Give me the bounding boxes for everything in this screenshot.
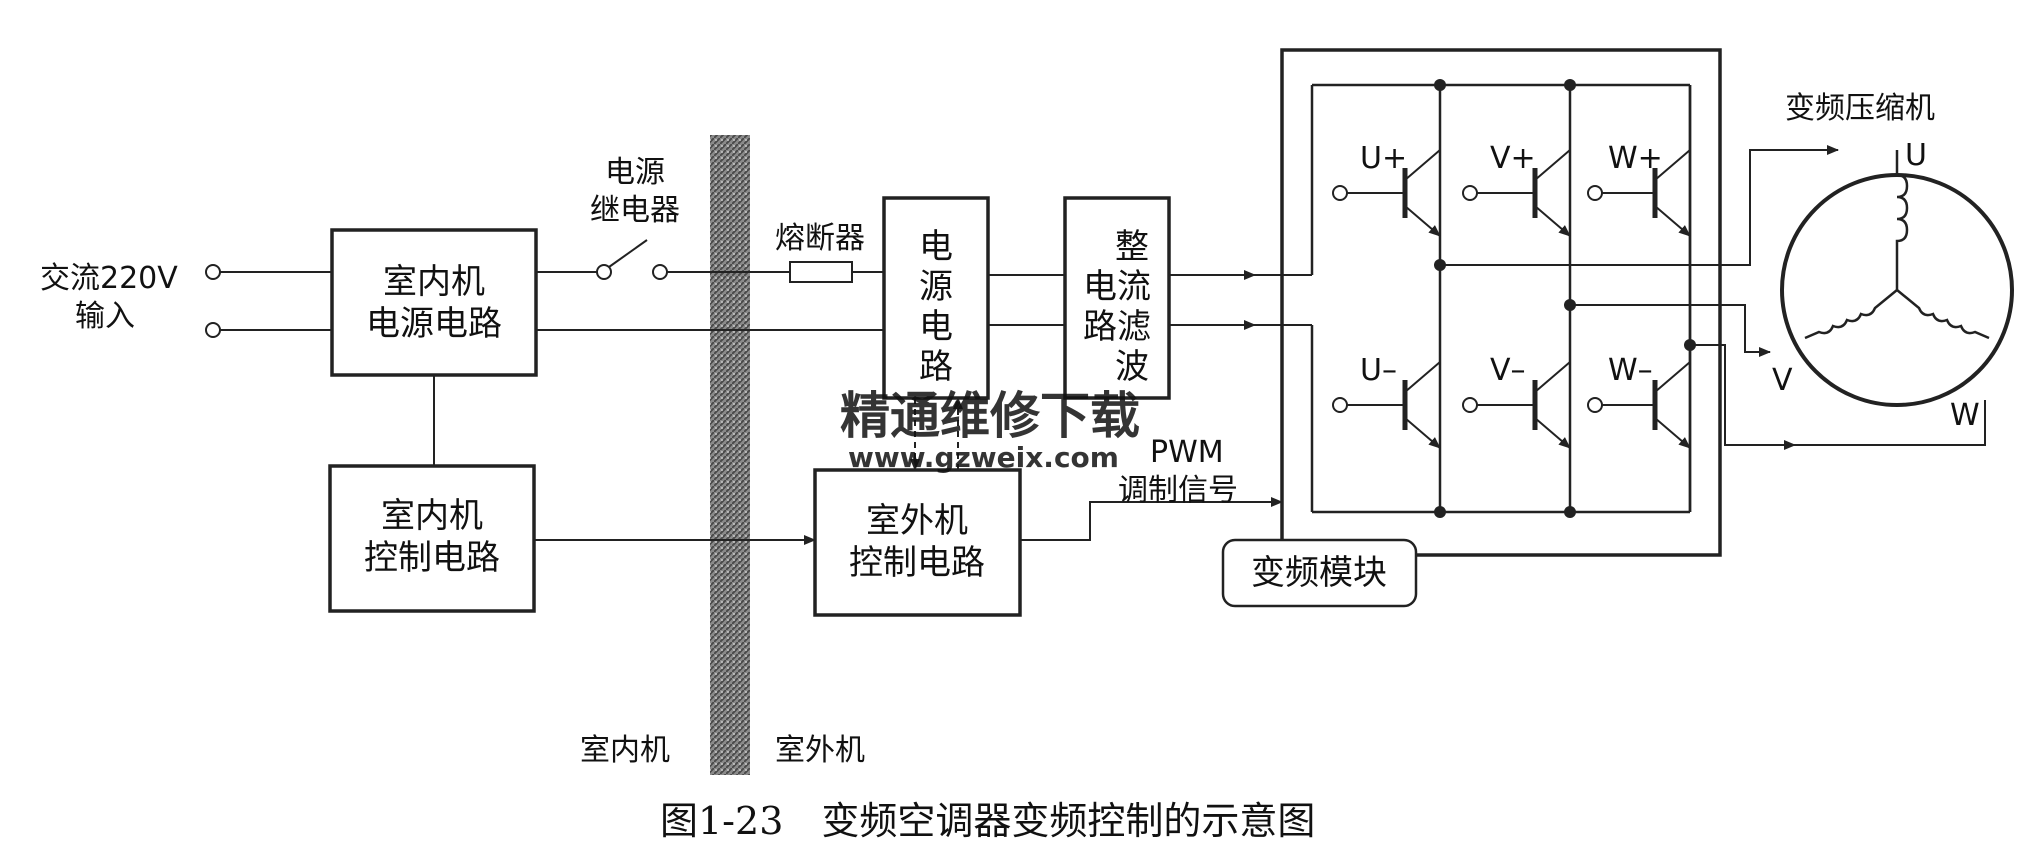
indoor-outdoor-divider [710, 135, 750, 775]
rectifier-filter-box [1063, 196, 1171, 400]
relay-switch-blade [608, 239, 648, 268]
rectifier-label-1: 整 [1115, 227, 1149, 267]
ac-input-label-2: 输入 [75, 299, 135, 334]
igbt-label-w-minus: W– [1608, 353, 1653, 388]
rectifier-label-4: 波 [1115, 347, 1149, 387]
pwm-label-2: 调制信号 [1118, 473, 1238, 508]
power-circuit-char-2: 源 [919, 267, 953, 307]
igbt-w-minus [1587, 361, 1691, 449]
output-wire-v [1570, 304, 1771, 357]
indoor-power-circuit-box [330, 228, 538, 377]
input-terminal-1 [205, 264, 221, 280]
phase-label-u: U [1905, 138, 1927, 173]
indoor-side-label: 室内机 [580, 733, 670, 768]
pwm-signal-line [1020, 497, 1283, 541]
igbt-v-plus [1462, 149, 1571, 237]
output-wire-u [1440, 145, 1839, 266]
fuse-symbol [789, 261, 853, 283]
inverter-module-label: 变频模块 [1251, 553, 1387, 593]
indoor-power-label-2: 电源电路 [366, 304, 502, 344]
rectifier-label-3: 路滤 [1083, 307, 1151, 347]
igbt-label-u-minus: U– [1360, 353, 1397, 388]
fuse-label: 熔断器 [775, 221, 865, 256]
phase-label-w: W [1950, 398, 1980, 433]
relay-label-1: 电源 [605, 155, 665, 190]
outdoor-side-label: 室外机 [775, 733, 865, 768]
ac-input-label-1: 交流220V [40, 261, 178, 296]
indoor-control-label-1: 室内机 [381, 496, 483, 536]
power-circuit-char-3: 电 [919, 307, 953, 347]
igbt-label-u-plus: U+ [1360, 141, 1407, 176]
igbt-label-v-plus: V+ [1490, 141, 1536, 176]
outdoor-control-circuit-box [813, 468, 1022, 617]
phase-label-v: V [1772, 363, 1793, 398]
pwm-label-1: PWM [1150, 435, 1224, 470]
igbt-label-w-plus: W+ [1608, 141, 1663, 176]
igbt-v-minus [1462, 361, 1571, 449]
inverter-module-label-box [1221, 538, 1418, 608]
watermark-text: 精通维修下载 [840, 387, 1140, 445]
outdoor-control-label-1: 室外机 [866, 501, 968, 541]
rectifier-label-2: 电流 [1083, 267, 1151, 307]
indoor-power-label-1: 室内机 [383, 262, 485, 302]
indoor-control-label-2: 控制电路 [364, 538, 500, 578]
outdoor-power-circuit-box [882, 196, 990, 400]
igbt-u-plus [1332, 149, 1441, 237]
outdoor-control-label-2: 控制电路 [849, 543, 985, 583]
relay-contact-right [652, 264, 668, 280]
igbt-w-plus [1587, 149, 1691, 237]
igbt-u-minus [1332, 361, 1441, 449]
relay-contact-left [596, 264, 612, 280]
motor-stator-windings [1804, 150, 1990, 340]
indoor-control-circuit-box [328, 464, 536, 613]
watermark-url: www.gzweix.com [848, 441, 1119, 474]
inverter-module-frame [1280, 48, 1722, 557]
igbt-label-v-minus: V– [1490, 353, 1526, 388]
input-terminal-2 [205, 322, 221, 338]
power-circuit-char-4: 路 [919, 347, 953, 387]
relay-label-2: 继电器 [590, 193, 680, 228]
power-circuit-char-1: 电 [919, 227, 953, 267]
compressor-label: 变频压缩机 [1785, 91, 1935, 126]
figure-caption: 图1-23 变频空调器变频控制的示意图 [660, 799, 1315, 843]
output-wire-w [1690, 344, 1986, 446]
